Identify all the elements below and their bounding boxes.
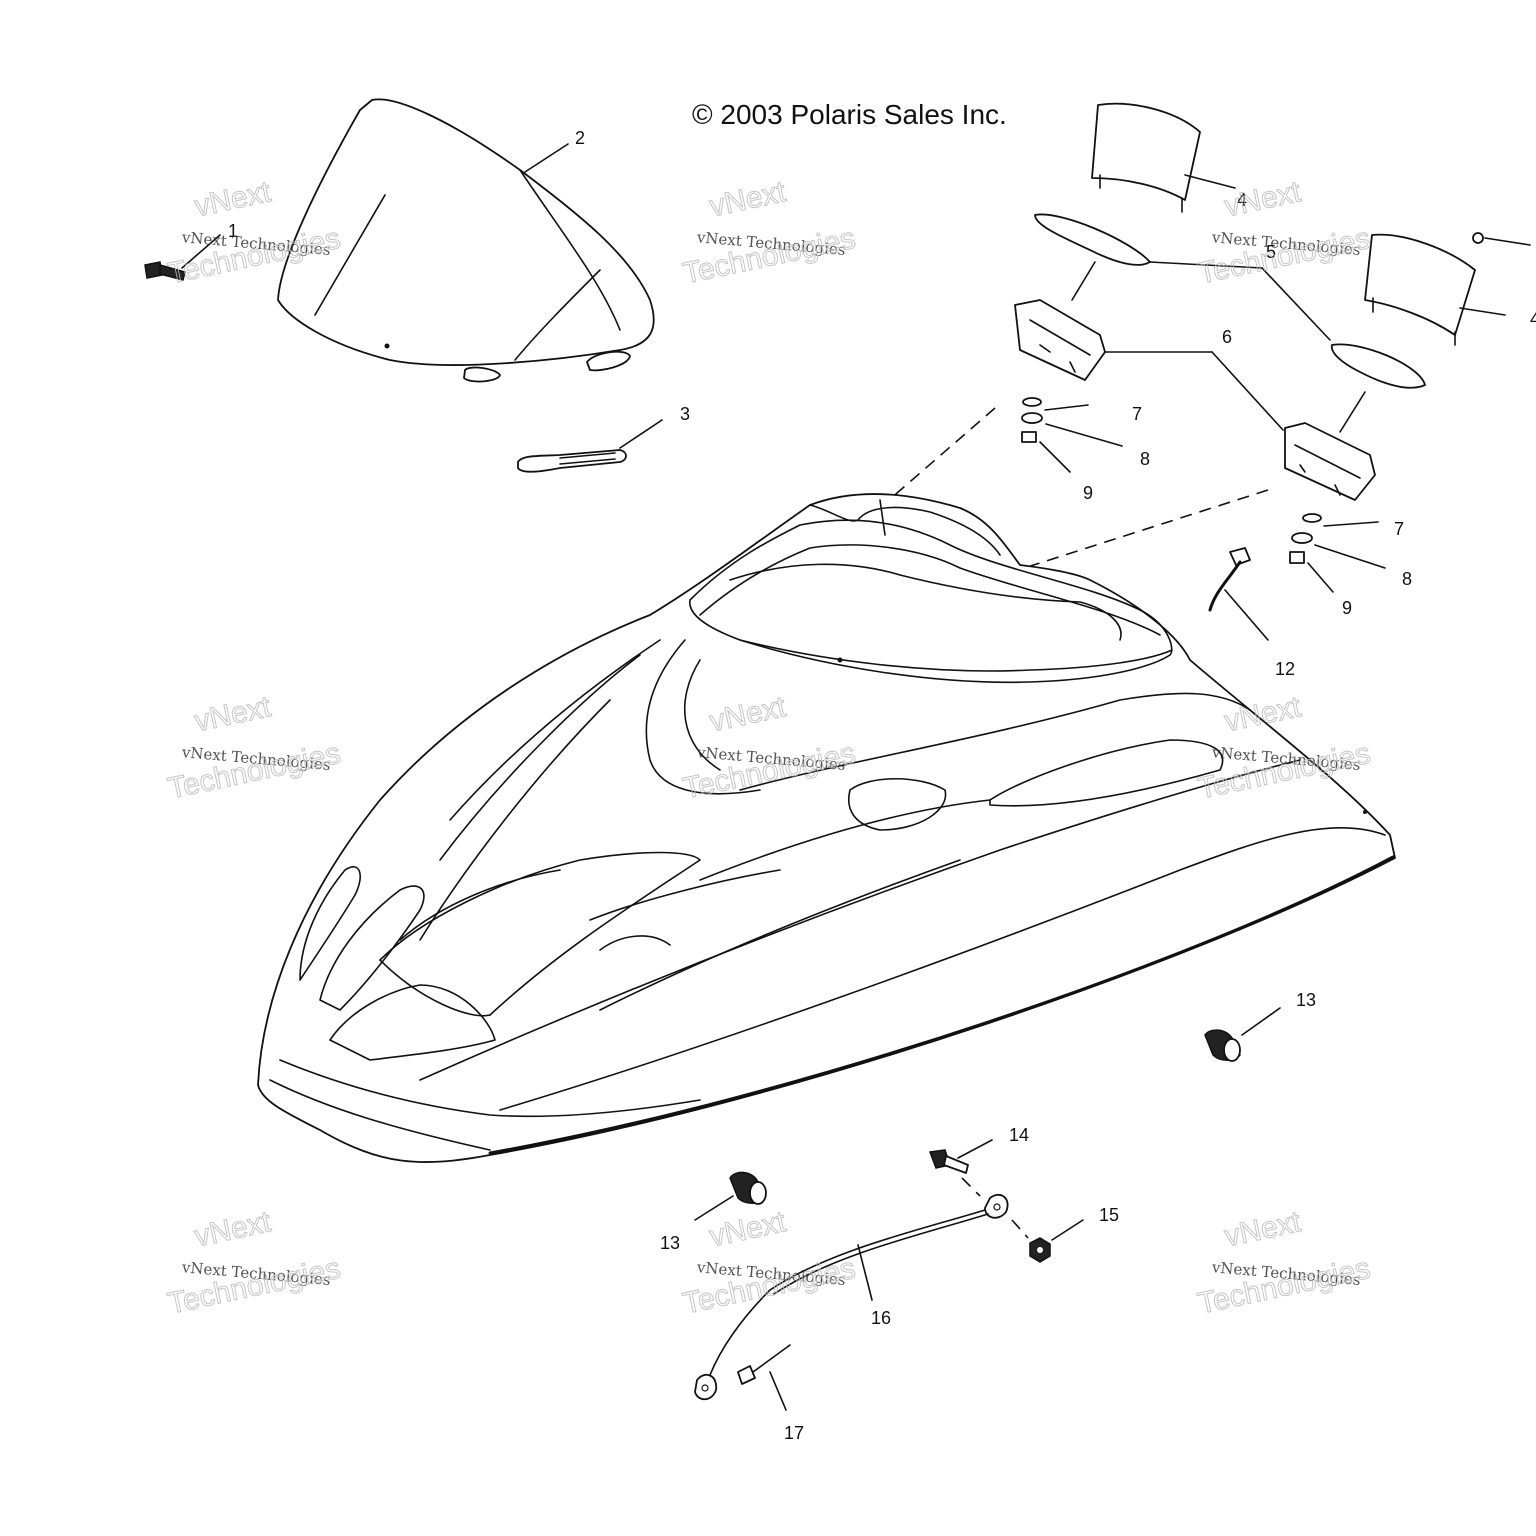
callout-4b: 4: [1530, 309, 1536, 329]
windshield: [277, 98, 655, 383]
svg-text:vNext: vNext: [1222, 1205, 1305, 1253]
callout-9a: 9: [1083, 483, 1093, 503]
nut-part-15: [1011, 1219, 1084, 1263]
callout-17: 17: [784, 1423, 804, 1443]
svg-text:vNext: vNext: [707, 1205, 790, 1253]
callout-9b: 9: [1342, 598, 1352, 618]
callout-3: 3: [680, 404, 690, 424]
watermark: vNext vNext Technologies Technologies: [165, 1205, 344, 1321]
callout-12: 12: [1275, 659, 1295, 679]
callout-1: 1: [228, 221, 238, 241]
callout-8a: 8: [1140, 449, 1150, 469]
rivet-part-17: [737, 1344, 791, 1411]
watermark: vNext vNext Technologies Technologies: [165, 690, 344, 806]
clip-part-13a: [1204, 1007, 1281, 1062]
fastener-stack-b: [1289, 513, 1386, 593]
svg-text:vNext: vNext: [1222, 175, 1305, 223]
callout-6: 6: [1222, 327, 1232, 347]
gauge-cover-part-4b: [1364, 233, 1506, 346]
screw-part-1: [144, 234, 221, 281]
svg-text:vNext: vNext: [707, 175, 790, 223]
bolt-part-14: [928, 1139, 993, 1197]
hood-body: [257, 493, 1396, 1163]
bezel-ring-part-5a: [1034, 213, 1331, 341]
svg-text:vNext: vNext: [192, 690, 275, 738]
clip-part-13b: [694, 1171, 767, 1221]
callout-8b: 8: [1402, 569, 1412, 589]
watermark: vNext vNext Technologies Technologies: [680, 175, 859, 291]
callout-2: 2: [575, 128, 585, 148]
screw-top-right: [1472, 232, 1531, 246]
watermark: vNext vNext Technologies Technologies: [680, 1205, 859, 1321]
watermark: vNext vNext Technologies Technologies: [1195, 1205, 1374, 1321]
callout-4a: 4: [1237, 190, 1247, 210]
copyright-text: © 2003 Polaris Sales Inc.: [692, 99, 1007, 130]
callout-13a: 13: [1296, 990, 1316, 1010]
gauge-mount-part-6a: [1014, 299, 1284, 431]
callout-14: 14: [1009, 1125, 1029, 1145]
callout-16: 16: [871, 1308, 891, 1328]
tether-cable-part-16: [694, 1193, 1009, 1401]
watermark: vNext vNext Technologies Technologies: [1195, 175, 1374, 291]
svg-text:vNext: vNext: [192, 1205, 275, 1253]
guide-line-b: [1017, 489, 1269, 571]
gauge-mount-part-6b: [1284, 422, 1376, 501]
gauge-cover-part-4a: [1091, 102, 1236, 213]
svg-text:vNext: vNext: [192, 175, 275, 223]
bezel-ring-part-5b: [1330, 343, 1426, 433]
fastener-stack-a: [1021, 397, 1123, 473]
strap-part-3: [517, 419, 663, 473]
callout-13b: 13: [660, 1233, 680, 1253]
callout-15: 15: [1099, 1205, 1119, 1225]
wire-part-12: [1208, 547, 1269, 641]
callout-7b: 7: [1394, 519, 1404, 539]
callout-7a: 7: [1132, 404, 1142, 424]
callout-5: 5: [1266, 242, 1276, 262]
